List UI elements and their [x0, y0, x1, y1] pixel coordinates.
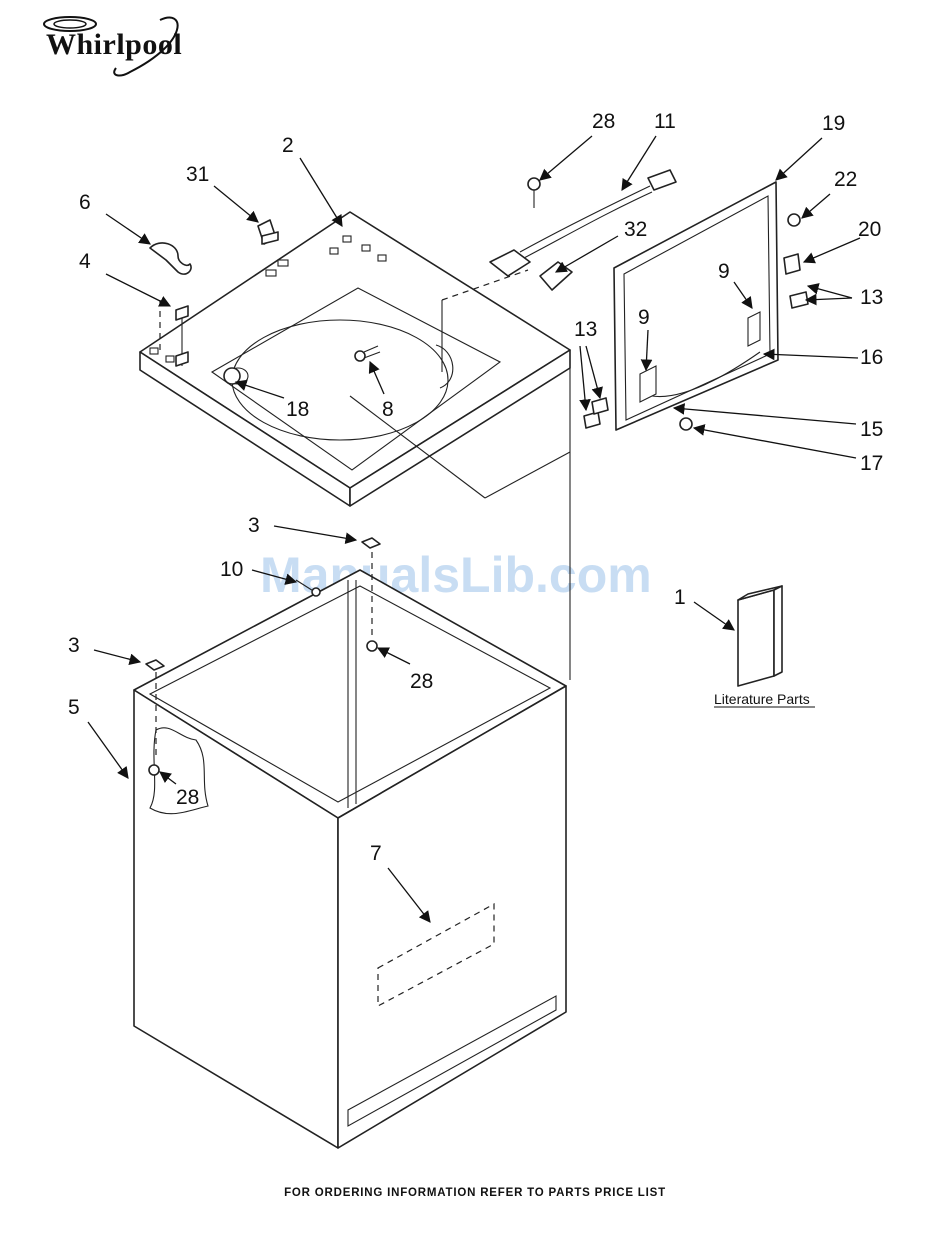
- callout-32: 32: [624, 218, 647, 241]
- callout-22: 22: [834, 168, 857, 191]
- callout-10: 10: [220, 558, 243, 581]
- callout-3-mid: 3: [248, 514, 260, 537]
- callout-31: 31: [186, 163, 209, 186]
- callout-16: 16: [860, 346, 883, 369]
- callout-1: 1: [674, 586, 686, 609]
- literature-booklet: [738, 586, 782, 686]
- callout-28-mid: 28: [410, 670, 433, 693]
- bracket-part-31: [258, 220, 278, 244]
- callout-2: 2: [282, 134, 294, 157]
- callout-17: 17: [860, 452, 883, 475]
- literature-parts-label: Literature Parts: [714, 691, 810, 707]
- callout-6: 6: [79, 191, 91, 214]
- grommet-part-18: [224, 368, 240, 384]
- callout-3-cabinet: 3: [68, 634, 80, 657]
- callout-9-lower: 9: [638, 306, 650, 329]
- callout-11: 11: [654, 110, 676, 133]
- callout-5: 5: [68, 696, 80, 719]
- callout-28-top: 28: [592, 110, 615, 133]
- lid-assembly: [584, 182, 808, 430]
- callout-19: 19: [822, 112, 845, 135]
- cabinet: [134, 538, 566, 1148]
- hinge-clip-part-6: [150, 243, 191, 274]
- callout-20: 20: [858, 218, 881, 241]
- callout-28-cabinet: 28: [176, 786, 199, 809]
- callout-8: 8: [382, 398, 394, 421]
- callout-13-right: 13: [860, 286, 883, 309]
- footer-note: FOR ORDERING INFORMATION REFER TO PARTS …: [0, 1187, 950, 1199]
- callout-4: 4: [79, 250, 91, 273]
- callout-7: 7: [370, 842, 382, 865]
- callout-15: 15: [860, 418, 883, 441]
- callout-9-upper: 9: [718, 260, 730, 283]
- callout-18: 18: [286, 398, 309, 421]
- callout-13-left: 13: [574, 318, 597, 341]
